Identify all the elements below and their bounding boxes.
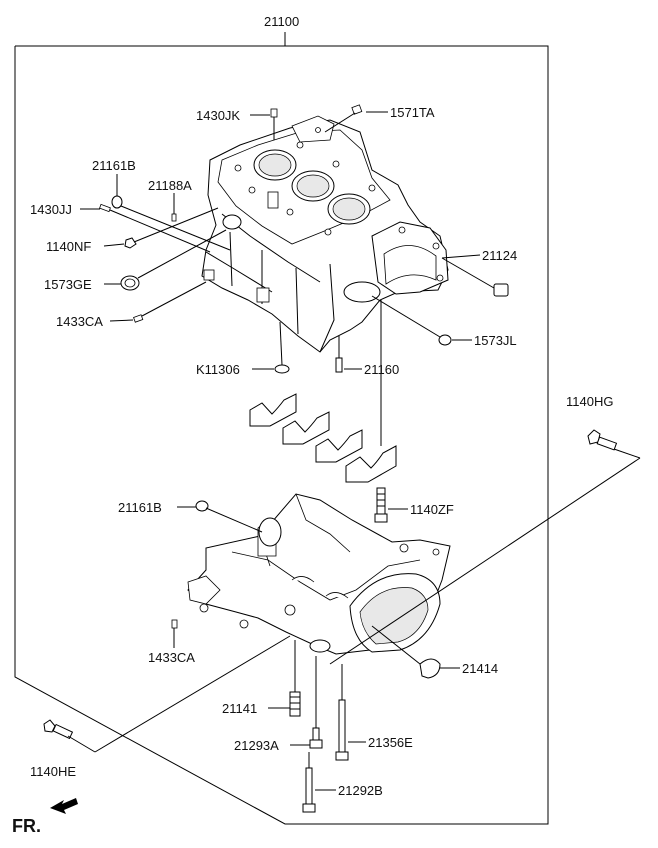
front-direction-label: FR. xyxy=(12,816,41,836)
label-21356e: 21356E xyxy=(368,735,413,750)
dowel-21124 xyxy=(493,283,509,297)
label-21160: 21160 xyxy=(364,362,399,377)
bearing-caps xyxy=(249,393,397,483)
plug-1433ca-top xyxy=(133,314,144,323)
label-1430jk: 1430JK xyxy=(196,108,240,123)
label-21124: 21124 xyxy=(482,248,517,263)
label-21141: 21141 xyxy=(222,701,257,716)
label-1140hg: 1140HG xyxy=(566,394,613,409)
label-21161b-bottom: 21161B xyxy=(118,500,162,515)
bolt-1140hg xyxy=(329,429,641,665)
label-21293a: 21293A xyxy=(234,738,279,753)
lower-small-parts xyxy=(171,500,441,813)
pin-21160 xyxy=(335,357,343,373)
pin-21188a xyxy=(171,213,177,222)
plug-1433ca-bottom xyxy=(171,619,178,629)
label-1430jj: 1430JJ xyxy=(30,202,72,217)
o-ring-21161b-top xyxy=(111,195,123,209)
front-direction-marker xyxy=(50,798,78,814)
label-1140he: 1140HE xyxy=(30,764,76,779)
label-1140zf: 1140ZF xyxy=(410,502,454,517)
dowel-21141 xyxy=(289,691,301,717)
dowel-1430jj xyxy=(99,203,111,213)
seal-1573jl xyxy=(438,334,452,346)
plug-1430jk xyxy=(270,108,278,118)
assembly-frame xyxy=(14,32,549,825)
label-21161b-top: 21161B xyxy=(92,158,136,173)
bolt-1140nf xyxy=(124,237,137,249)
bolt-1140zf xyxy=(374,300,388,523)
label-1433ca-bottom: 1433CA xyxy=(148,650,195,665)
label-21188a: 21188A xyxy=(148,178,192,193)
label-k11306: K11306 xyxy=(196,362,240,377)
labels: 21100 1430JK 1571TA 21161B 21188A 1430JJ… xyxy=(12,14,613,836)
front-arrow-icon xyxy=(50,798,78,814)
label-1571ta: 1571TA xyxy=(390,105,435,120)
leader-lines xyxy=(80,111,481,791)
upper-block-small-parts xyxy=(99,104,509,374)
plug-1571ta xyxy=(351,104,363,115)
cylinder-block-upper xyxy=(201,115,449,353)
washer-k11306 xyxy=(274,364,290,374)
label-1573jl: 1573JL xyxy=(474,333,517,348)
label-1140nf: 1140NF xyxy=(46,239,91,254)
label-1433ca-top: 1433CA xyxy=(56,314,103,329)
lower-crankcase xyxy=(187,493,451,655)
clamp-21414 xyxy=(419,658,441,679)
bolt-1140he xyxy=(43,635,291,753)
o-ring-21161b-bottom xyxy=(195,500,209,512)
bolt-21292b xyxy=(305,767,313,807)
label-1573ge: 1573GE xyxy=(44,277,92,292)
label-21292b: 21292B xyxy=(338,783,383,798)
bolt-21356e xyxy=(338,699,346,755)
assembly-number-label: 21100 xyxy=(264,14,299,29)
label-21414: 21414 xyxy=(462,661,498,676)
